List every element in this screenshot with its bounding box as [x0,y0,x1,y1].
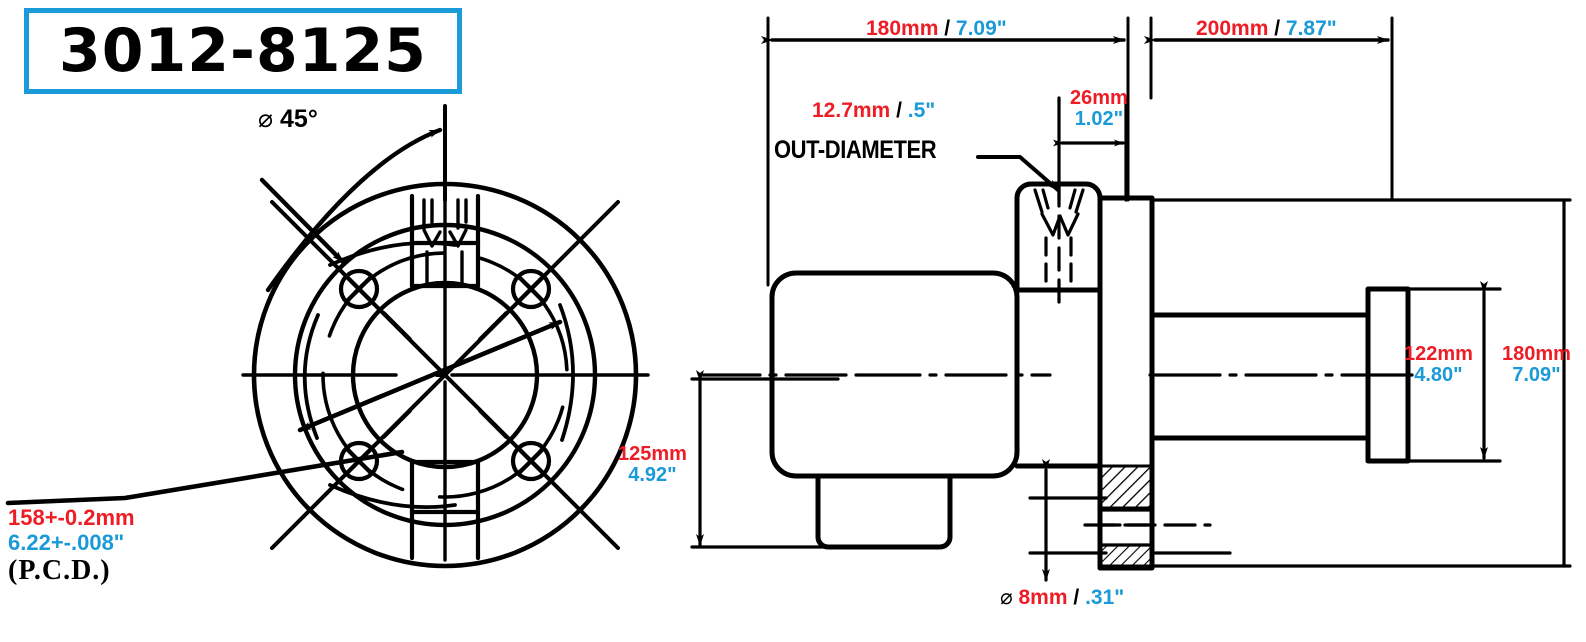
angle-arc-annotation [259,104,447,293]
dim-shaft-length-inch: 7.87" [1285,17,1337,40]
pcd-leader [5,449,405,506]
flange-centerlines [241,191,650,562]
out-diameter-inch: .5" [907,99,936,122]
dim-pulley-diameter-inch: 4.80" [1414,364,1463,386]
dim-8mm-vertical [1028,459,1108,582]
dim-122mm-vertical [1406,281,1502,463]
dim-hub-width-mm: 26mm [1070,87,1128,109]
dim-body-height-mm: 125mm [618,443,687,465]
diameter-symbol-icon-2: ⌀ [1000,585,1013,609]
dim-label-hub-width: 26mm 1.02" [1070,88,1128,130]
dim-label-bolt-hole-diameter: ⌀ 8mm / .31" [1000,585,1124,610]
dim-body-length-inch: 7.09" [955,17,1007,40]
dim-label-pulley-diameter: 122mm 4.80" [1404,344,1473,386]
angle-value: 45° [280,105,318,133]
dim-125mm-vertical [690,370,840,549]
dim-body-height-inch: 4.92" [628,464,677,486]
flange-bolt-centerlines [270,200,620,550]
flange-bolt-hole-lines [1083,508,1232,555]
mounting-flange [1097,195,1155,571]
bearing-housing [1014,287,1103,469]
pcd-mm-value: 158+-0.2mm [8,505,135,530]
keyway-top [409,193,481,289]
dim-flange-diameter-mm: 180mm [1502,343,1571,365]
dim-pulley-diameter-mm: 122mm [1404,343,1473,365]
dim-label-shaft-length: 200mm / 7.87" [1196,17,1337,40]
dim-bolt-hole-sep: / [1073,586,1080,609]
dim-shaft-length-mm: 200mm [1196,17,1269,40]
motor-foot [815,473,953,550]
flange-section-hatch [1098,464,1154,568]
out-diameter-sep: / [896,99,902,122]
out-diameter-leader [976,155,1060,192]
dim-hub-width-inch: 1.02" [1074,108,1124,130]
output-shaft [1149,312,1371,441]
dim-label-body-height: 125mm 4.92" [618,444,687,486]
bore-spokes [382,311,508,439]
pcd-note: (P.C.D.) [8,555,111,587]
angle-label: ⌀ 45° [258,104,318,134]
side-witness-lines [766,16,1394,287]
pcd-arrows [297,319,563,433]
out-diameter-mm: 12.7mm [812,99,891,122]
dim-body-length-sep: / [944,17,951,40]
pcd-label-group: 158+-0.2mm 6.22+-.008" (P.C.D.) [8,505,135,587]
out-diameter-text: OUT-DIAMETER [774,136,937,164]
dim-bolt-hole-inch: .31" [1085,586,1125,609]
dim-label-flange-diameter: 180mm 7.09" [1502,344,1571,386]
dim-label-body-length: 180mm / 7.09" [866,17,1007,40]
part-number-title-box: 3012-8125 [24,8,462,94]
keyway-bottom [409,459,481,561]
dim-180mm-vertical [1150,198,1572,568]
diameter-symbol-icon: ⌀ [258,104,274,133]
part-number-text: 3012-8125 [59,16,427,86]
pcd-inch-value: 6.22+-.008" [8,529,125,555]
dim-bolt-hole-mm: 8mm [1018,586,1068,609]
dim-body-length-mm: 180mm [866,17,939,40]
dim-flange-diameter-inch: 7.09" [1512,364,1561,386]
dim-label-out-diameter: 12.7mm / .5" [812,99,936,122]
dim-shaft-length-sep: / [1274,17,1281,40]
